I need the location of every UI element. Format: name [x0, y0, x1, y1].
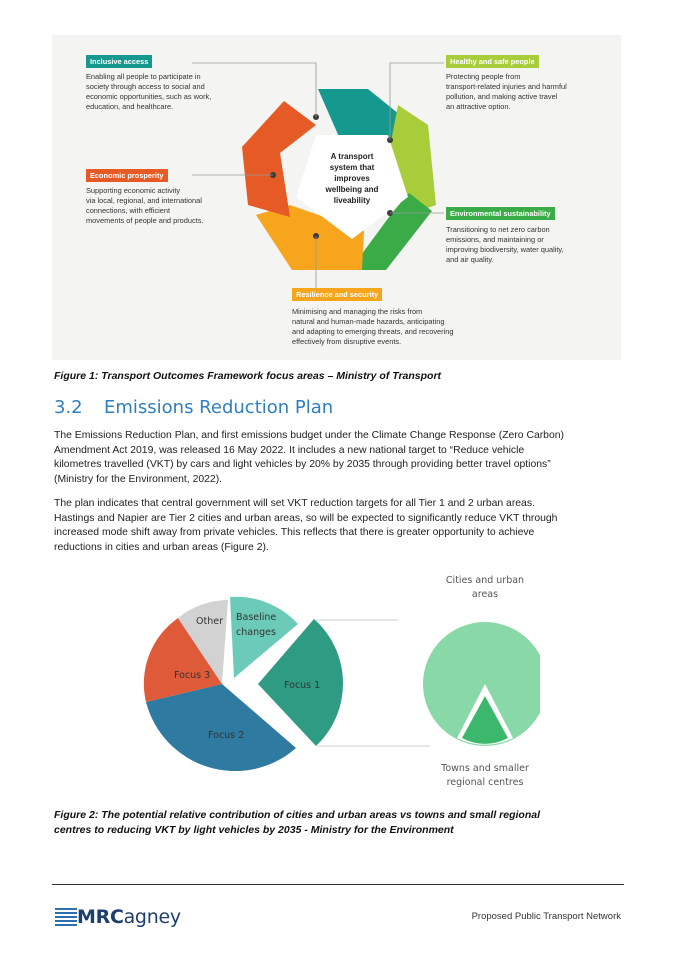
para-line: The plan indicates that central governme…: [54, 498, 535, 509]
caption-line: centres to reducing VKT by light vehicle…: [54, 824, 454, 836]
cities-label-line: Cities and urban: [445, 575, 525, 586]
desc-line: and air quality.: [446, 255, 494, 264]
desc-line: improving biodiversity, water quality,: [446, 245, 564, 254]
label-baseline-1: Baseline: [236, 612, 276, 623]
desc-line: natural and human-made hazards, anticipa…: [292, 317, 445, 326]
desc-line: movements of people and products.: [86, 216, 204, 225]
towns-label-line: Towns and smaller: [441, 763, 529, 774]
center-text-line: system that: [330, 163, 375, 172]
slice-baseline-changes: [230, 596, 298, 678]
desc-line: education, and healthcare.: [86, 102, 174, 111]
pie-figure: Other Baseline changes Focus 3 Focus 1 F…: [143, 596, 540, 772]
desc-line: Minimising and managing the risks from: [292, 307, 423, 316]
label-baseline-2: changes: [236, 627, 276, 638]
paragraph-1: The Emissions Reduction Plan, and first …: [54, 429, 624, 487]
towns-label-line: regional centres: [446, 777, 524, 788]
footer-divider: [52, 884, 624, 885]
paragraph-2: The plan indicates that central governme…: [54, 497, 624, 555]
label-other: Other: [196, 616, 223, 627]
desc-healthy-safe: Protecting people from transport-related…: [446, 72, 567, 112]
slice-focus-3: [143, 618, 222, 702]
logo-text: MRCagney: [77, 906, 181, 928]
desc-line: and adapting to emerging threats, and re…: [292, 327, 454, 336]
cities-label-line: areas: [471, 589, 499, 600]
desc-line: Transitioning to net zero carbon: [446, 225, 550, 234]
desc-resilience-security: Minimising and managing the risks from n…: [292, 307, 453, 347]
center-text-line: A transport: [331, 152, 374, 161]
center-pentagon: [296, 135, 408, 239]
transport-outcomes-figure: A transport system that improves wellbeing …: [52, 35, 621, 360]
vkt-contribution-figure: Other Baseline changes Focus 3 Focus 1 F…: [140, 572, 540, 800]
label-focus1: Focus 1: [284, 680, 320, 691]
para-line: increased mode shift away from private v…: [54, 527, 535, 539]
slice-focus-1: [258, 619, 344, 746]
towns-label: Towns and smaller regional centres: [420, 762, 550, 790]
desc-line: pollution, and making active travel: [446, 92, 558, 101]
desc-inclusive-access: Enabling all people to participate in so…: [86, 72, 211, 112]
tag-resilience-security: Resilience and security: [292, 288, 383, 301]
tag-healthy-safe: Healthy and safe people: [446, 55, 539, 68]
logo-bold: MRC: [77, 906, 124, 928]
slice-focus-2: [146, 684, 296, 772]
desc-line: society through access to social and: [86, 82, 205, 91]
petal-environmental: [350, 193, 432, 270]
para-line: reductions in cities and urban areas (Fi…: [54, 541, 269, 553]
desc-environmental-sustainability: Transitioning to net zero carbon emissio…: [446, 225, 564, 265]
caption-line: Figure 2: The potential relative contrib…: [54, 809, 541, 821]
tag-economic-prosperity: Economic prosperity: [86, 169, 168, 182]
para-line: The Emissions Reduction Plan, and first …: [54, 430, 564, 441]
desc-line: an attractive option.: [446, 102, 511, 111]
para-line: Hastings and Napier are Tier 2 cities an…: [54, 512, 558, 524]
cities-circle: [423, 622, 540, 746]
figure1-caption: Figure 1: Transport Outcomes Framework f…: [54, 370, 442, 382]
cities-label: Cities and urban areas: [420, 574, 550, 602]
footer-document-title: Proposed Public Transport Network: [471, 911, 621, 922]
petal-economic: [242, 101, 316, 217]
tag-environmental-sustainability: Environmental sustainability: [446, 207, 555, 220]
leader-healthy: [389, 62, 444, 140]
towns-slice: [462, 696, 508, 744]
desc-line: Supporting economic activity: [86, 186, 181, 195]
para-line: (Ministry for the Environment, 2022).: [54, 473, 223, 485]
slice-other: [178, 600, 228, 684]
petal-resilience: [256, 205, 364, 270]
desc-line: transport-related injuries and harmful: [446, 82, 567, 91]
desc-line: emissions, and maintaining or: [446, 235, 544, 244]
para-line: Amendment Act 2019, was released 16 May …: [54, 444, 525, 456]
logo-mark-icon: [55, 908, 77, 926]
section-heading: 3.2 Emissions Reduction Plan: [54, 397, 333, 418]
figure2-caption: Figure 2: The potential relative contrib…: [54, 808, 540, 838]
desc-line: Protecting people from: [446, 72, 521, 81]
desc-line: connections, with efficient: [86, 206, 171, 215]
tag-inclusive-access: Inclusive access: [86, 55, 153, 68]
center-text-line: wellbeing and: [325, 185, 379, 194]
section-number: 3.2: [54, 397, 83, 418]
logo-light: agney: [123, 906, 181, 928]
desc-economic-prosperity: Supporting economic activity via local, …: [86, 186, 204, 226]
center-text-line: liveability: [334, 196, 371, 205]
desc-line: via local, regional, and international: [86, 196, 202, 205]
label-focus2: Focus 2: [208, 730, 244, 741]
leader-inclusive: [192, 62, 317, 117]
center-text-line: improves: [334, 174, 370, 183]
center-text: A transport system that improves wellbeing …: [325, 152, 379, 205]
pentagon-diagram: A transport system that improves wellbeing …: [192, 62, 444, 293]
desc-line: Enabling all people to participate in: [86, 72, 201, 81]
para-line: kilometres travelled (VKT) by cars and l…: [54, 459, 551, 471]
section-title: Emissions Reduction Plan: [104, 397, 334, 418]
mrcagney-logo: MRCagney: [55, 906, 181, 928]
desc-line: economic opportunities, such as work,: [86, 92, 212, 101]
label-focus3: Focus 3: [174, 670, 210, 681]
desc-line: effectively from disruptive events.: [292, 337, 402, 346]
